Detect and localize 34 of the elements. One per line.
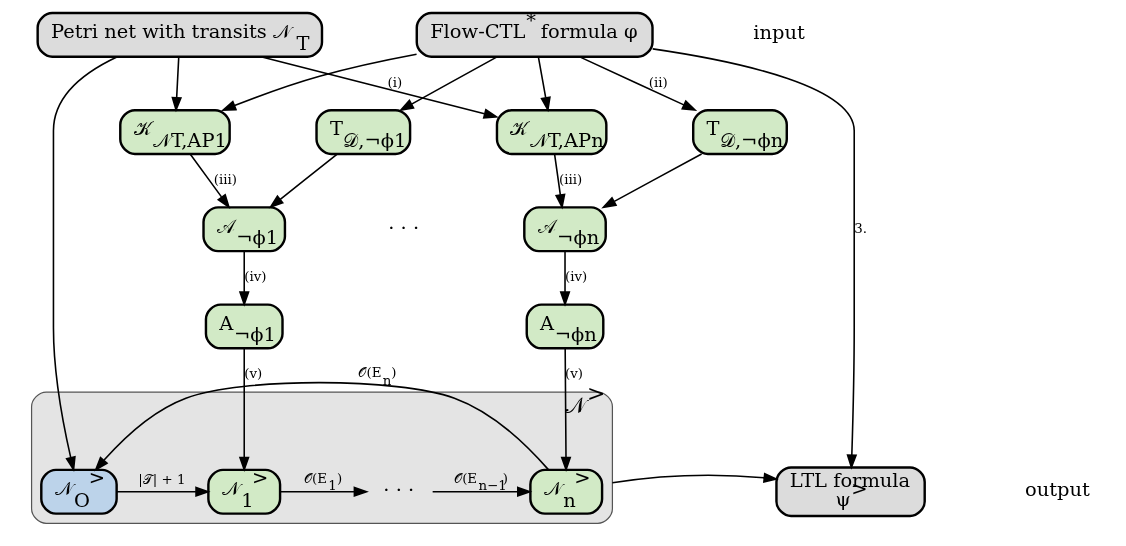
node-text: · · · bbox=[382, 478, 414, 502]
edge-label: (ii) bbox=[648, 74, 668, 90]
arrow bbox=[651, 48, 857, 470]
arrow bbox=[93, 381, 549, 472]
arrow bbox=[578, 56, 697, 112]
edge-label: (i) bbox=[387, 74, 402, 90]
arrow bbox=[279, 486, 369, 498]
arrow bbox=[537, 56, 551, 113]
arrow bbox=[268, 153, 338, 209]
arrow bbox=[220, 53, 417, 112]
label: · · · bbox=[387, 215, 419, 239]
edge-label: (v) bbox=[243, 366, 262, 382]
edge-label: (iv) bbox=[564, 269, 587, 285]
label: input bbox=[752, 21, 805, 45]
edge-label: (v) bbox=[564, 366, 583, 382]
arrow bbox=[238, 250, 250, 307]
arrow bbox=[189, 153, 230, 209]
arrow bbox=[560, 347, 571, 473]
edge-label: |𝒯| + 1 bbox=[137, 472, 185, 488]
edge-label: (iii) bbox=[213, 172, 237, 188]
arrow bbox=[553, 153, 566, 210]
arrow bbox=[398, 56, 498, 112]
arrow bbox=[52, 56, 118, 472]
arrow bbox=[431, 486, 532, 498]
arrow bbox=[115, 486, 211, 498]
edge-label: (iv) bbox=[243, 269, 266, 285]
label: output bbox=[1024, 478, 1090, 502]
arrow bbox=[611, 472, 779, 484]
arrow bbox=[559, 250, 570, 307]
arrow bbox=[238, 347, 250, 473]
edge-label: 3. bbox=[853, 220, 867, 236]
arrow bbox=[600, 153, 702, 209]
arrow bbox=[170, 56, 182, 113]
edge-label: (iii) bbox=[558, 172, 582, 188]
